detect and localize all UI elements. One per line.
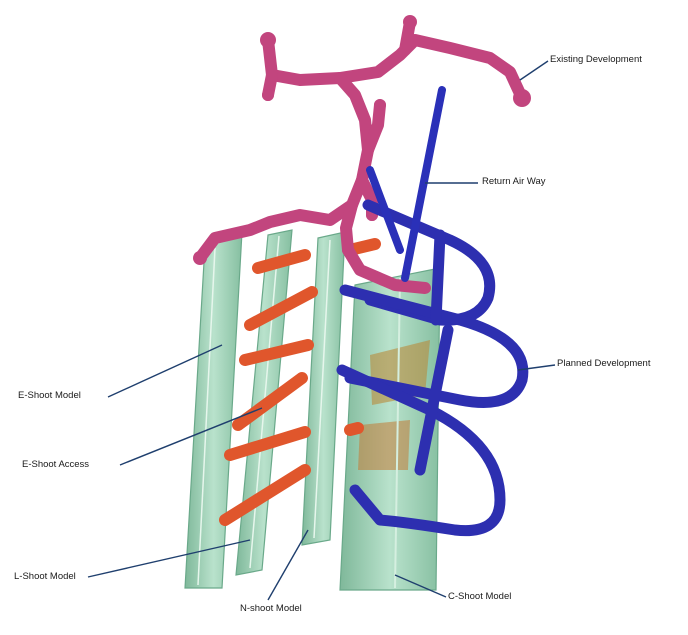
label-c-shoot-model: C-Shoot Model xyxy=(448,591,511,602)
label-return-air-way: Return Air Way xyxy=(482,176,546,187)
label-e-shoot-model: E-Shoot Model xyxy=(18,390,81,401)
label-existing-development: Existing Development xyxy=(550,54,642,65)
label-n-shoot-model: N-shoot Model xyxy=(240,603,302,614)
label-l-shoot-model: L-Shoot Model xyxy=(14,571,76,582)
l-shoot-model-slab xyxy=(185,232,242,588)
label-planned-development: Planned Development xyxy=(557,358,650,369)
n-shoot-model-slab xyxy=(302,232,345,545)
label-e-shoot-access: E-Shoot Access xyxy=(22,459,89,470)
